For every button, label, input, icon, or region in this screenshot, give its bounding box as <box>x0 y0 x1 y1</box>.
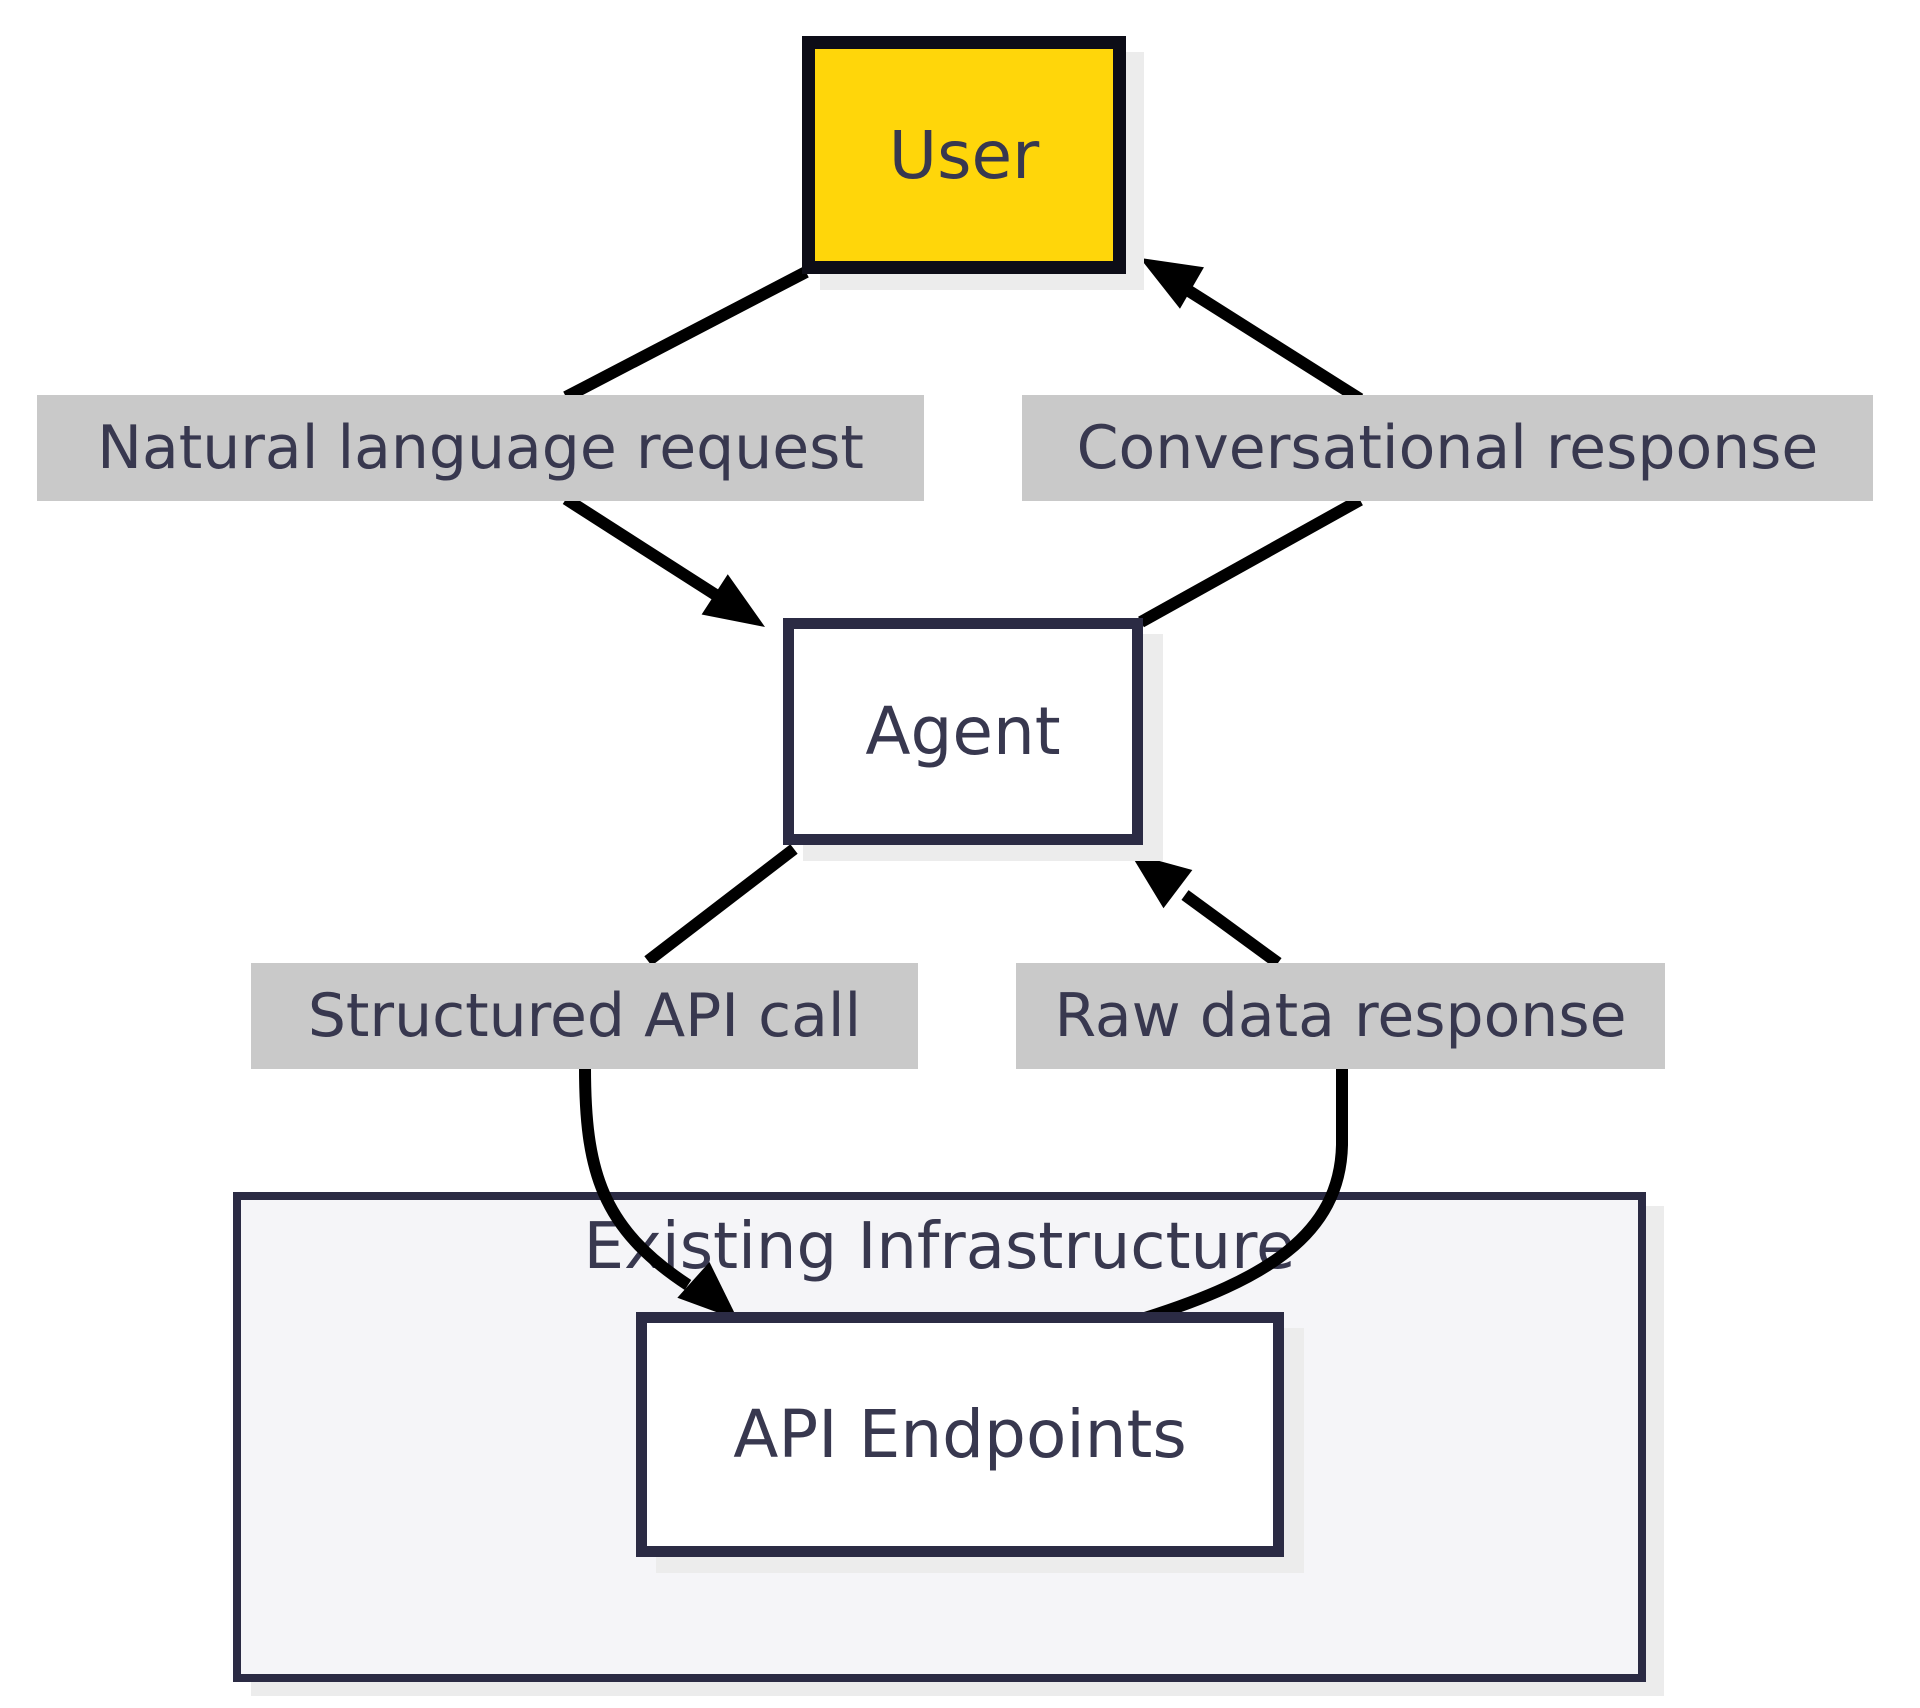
edge-label-conversational-response: Conversational response <box>1022 395 1873 501</box>
edge-conversational-response-lower <box>1138 494 1363 628</box>
edge-label-raw-data-response: Raw data response <box>1016 963 1665 1069</box>
edge-structured-api-call-upper <box>644 844 798 966</box>
node-agent: Agent <box>783 618 1143 845</box>
edge-raw-data-response-upper <box>1181 890 1282 968</box>
node-user-label: User <box>888 116 1040 194</box>
edge-natural-language-request-lower <box>562 493 723 603</box>
edge-label-structured-api-call: Structured API call <box>251 963 918 1069</box>
edge-label-text: Natural language request <box>97 413 864 483</box>
edge-label-text: Conversational response <box>1076 413 1819 483</box>
arrowhead-into-user-bottom-right <box>1140 258 1204 309</box>
edge-label-text: Structured API call <box>307 981 862 1051</box>
edge-label-text: Raw data response <box>1054 981 1627 1051</box>
arrowhead-into-agent-top-left <box>701 574 765 627</box>
node-api-endpoints: API Endpoints <box>636 1312 1284 1557</box>
edge-label-natural-language-request: Natural language request <box>37 395 924 501</box>
edge-conversational-response-upper <box>1185 285 1364 405</box>
node-user: User <box>802 36 1126 274</box>
edge-natural-language-request-upper <box>563 266 809 403</box>
node-api-endpoints-label: API Endpoints <box>733 1396 1187 1473</box>
existing-infrastructure-title: Existing Infrastructure <box>583 1210 1296 1284</box>
node-agent-label: Agent <box>865 693 1061 770</box>
